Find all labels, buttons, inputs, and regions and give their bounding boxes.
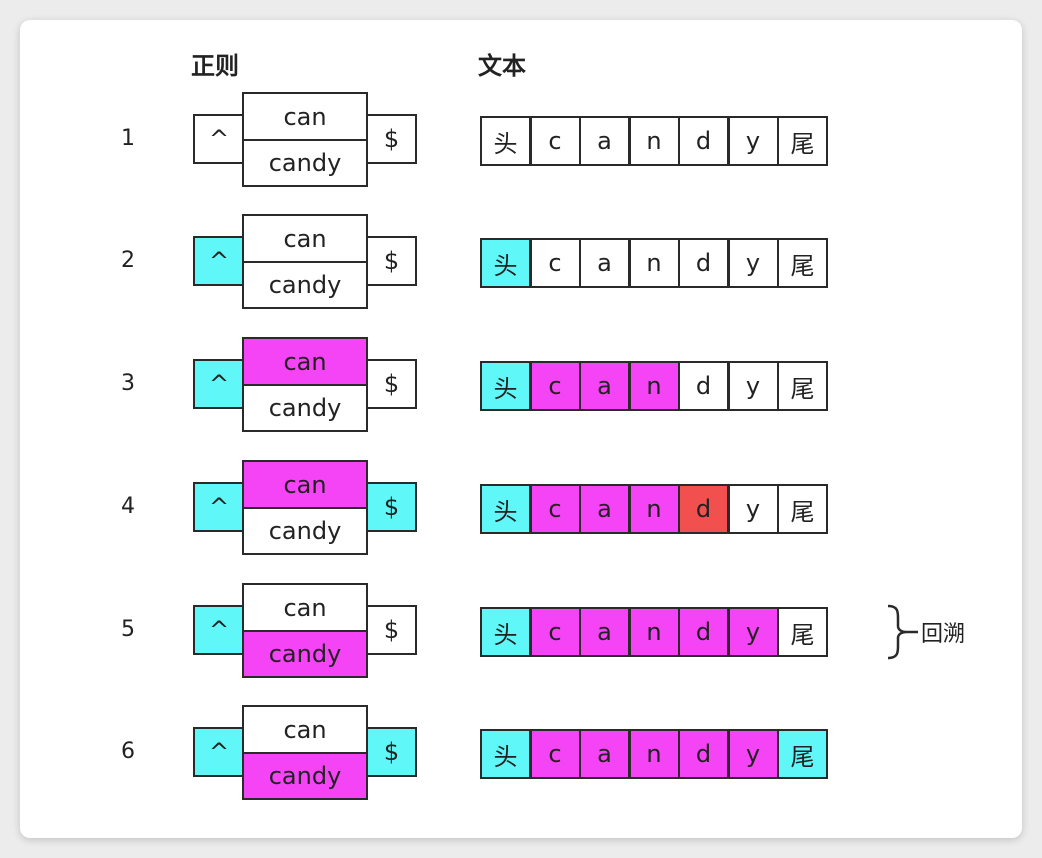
- text-cell: n: [628, 116, 680, 166]
- text-cell: y: [727, 361, 779, 411]
- regex-alt-candy: candy: [242, 752, 368, 800]
- regex-end-anchor: $: [366, 114, 417, 164]
- text-cell: 头: [480, 116, 531, 166]
- text-cell: c: [529, 607, 581, 657]
- regex-alt-can: can: [242, 214, 368, 263]
- backtrack-label: 回溯: [921, 622, 966, 647]
- step-number: 5: [121, 617, 135, 642]
- text-cell: 尾: [777, 484, 828, 534]
- text-cell: 头: [480, 361, 531, 411]
- text-cell: d: [678, 607, 729, 657]
- text-cell: y: [727, 238, 779, 288]
- regex-header: 正则: [191, 52, 239, 80]
- backtrack-brace-icon: [887, 604, 918, 660]
- text-cell: y: [727, 729, 779, 779]
- text-cell: n: [628, 361, 680, 411]
- text-cell: a: [579, 607, 630, 657]
- regex-end-anchor: $: [366, 359, 417, 409]
- regex-alt-candy: candy: [242, 630, 368, 678]
- text-cell: c: [529, 361, 581, 411]
- text-cell: n: [628, 238, 680, 288]
- text-cell: d: [678, 484, 729, 534]
- text-cell: a: [579, 238, 630, 288]
- text-cell: 头: [480, 484, 531, 534]
- regex-alt-can: can: [242, 460, 368, 509]
- text-cell: d: [678, 238, 729, 288]
- text-cell: a: [579, 484, 630, 534]
- text-cell: 尾: [777, 361, 828, 411]
- text-cell: c: [529, 116, 581, 166]
- regex-alt-candy: candy: [242, 139, 368, 187]
- regex-end-anchor: $: [366, 482, 417, 532]
- regex-start-anchor: ^: [193, 482, 245, 532]
- text-cell: n: [628, 729, 680, 779]
- step-number: 3: [121, 371, 135, 396]
- step-number: 2: [121, 248, 135, 273]
- text-cell: c: [529, 238, 581, 288]
- text-cell: d: [678, 729, 729, 779]
- text-cell: d: [678, 361, 729, 411]
- regex-start-anchor: ^: [193, 114, 245, 164]
- regex-start-anchor: ^: [193, 236, 245, 286]
- text-cell: a: [579, 116, 630, 166]
- text-cell: d: [678, 116, 729, 166]
- text-cell: 尾: [777, 729, 828, 779]
- text-cell: 头: [480, 729, 531, 779]
- text-cell: 尾: [777, 116, 828, 166]
- regex-start-anchor: ^: [193, 359, 245, 409]
- regex-alt-candy: candy: [242, 507, 368, 555]
- text-cell: y: [727, 116, 779, 166]
- step-number: 4: [121, 494, 135, 519]
- text-cell: 尾: [777, 607, 828, 657]
- regex-end-anchor: $: [366, 605, 417, 655]
- text-header: 文本: [478, 52, 526, 80]
- text-cell: n: [628, 484, 680, 534]
- text-cell: a: [579, 729, 630, 779]
- text-cell: 尾: [777, 238, 828, 288]
- text-cell: y: [727, 484, 779, 534]
- text-cell: a: [579, 361, 630, 411]
- regex-alt-can: can: [242, 92, 368, 141]
- regex-alt-can: can: [242, 583, 368, 632]
- regex-alt-can: can: [242, 705, 368, 754]
- step-number: 1: [121, 126, 135, 151]
- regex-alt-can: can: [242, 337, 368, 386]
- text-cell: 头: [480, 238, 531, 288]
- regex-alt-candy: candy: [242, 384, 368, 432]
- regex-end-anchor: $: [366, 236, 417, 286]
- text-cell: y: [727, 607, 779, 657]
- regex-start-anchor: ^: [193, 605, 245, 655]
- text-cell: n: [628, 607, 680, 657]
- regex-start-anchor: ^: [193, 727, 245, 777]
- regex-alt-candy: candy: [242, 261, 368, 309]
- step-number: 6: [121, 739, 135, 764]
- text-cell: c: [529, 484, 581, 534]
- regex-end-anchor: $: [366, 727, 417, 777]
- text-cell: 头: [480, 607, 531, 657]
- text-cell: c: [529, 729, 581, 779]
